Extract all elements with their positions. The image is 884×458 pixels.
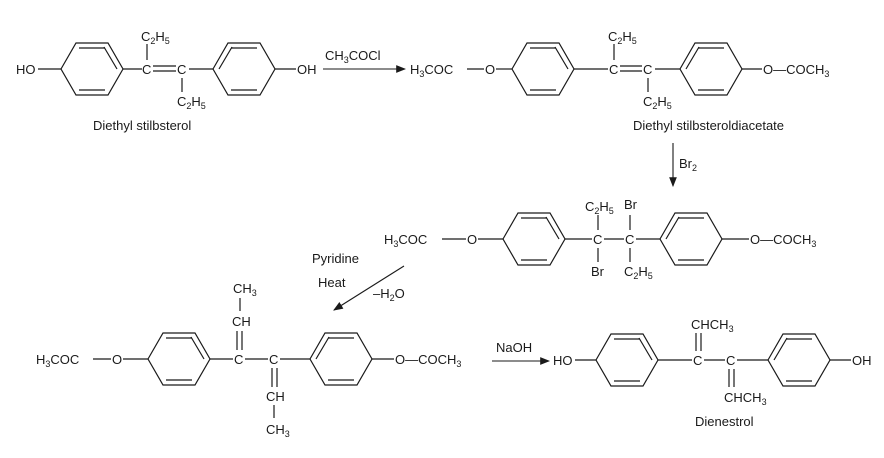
reagent-pyridine: Pyridine [312, 251, 359, 266]
compound-dienestrol-diacetate: H3COC O C C CH3 CH CH CH3 [36, 281, 461, 439]
carbon-atom: C [593, 232, 602, 247]
carbon-atom: C [269, 352, 278, 367]
benzene-ring [679, 42, 743, 96]
methine-top: CH [232, 314, 251, 329]
oxygen-atom: O [485, 62, 495, 77]
carbon-atom: C [726, 353, 735, 368]
ethylidene-top: CHCH3 [691, 317, 734, 334]
reagent-label: NaOH [496, 340, 532, 355]
reagent-water-loss: –H2O [373, 286, 405, 303]
carbon-atom: C [625, 232, 634, 247]
compound-name: Diethyl stilbsterol [93, 118, 191, 133]
benzene-ring [767, 333, 831, 387]
reagent-heat: Heat [318, 275, 346, 290]
acetyl-left: H3COC [384, 232, 427, 249]
benzene-ring [147, 332, 211, 386]
benzene-ring [511, 42, 575, 96]
carbon-atom: C [693, 353, 702, 368]
carbon-atom: C [609, 62, 618, 77]
compound-name: Diethyl stilbsteroldiacetate [633, 118, 784, 133]
ethylidene-bottom: CHCH3 [724, 390, 767, 407]
hydroxyl-left: HO [553, 353, 573, 368]
methyl-bottom: CH3 [266, 422, 290, 439]
acetoxy-right: O—COCH3 [395, 352, 461, 369]
methyl-top: CH3 [233, 281, 257, 298]
carbon-atom: C [234, 352, 243, 367]
reaction-arrow [333, 265, 405, 311]
ethyl-group-top: C2H5 [141, 29, 170, 46]
ethyl-group-top: C2H5 [608, 29, 637, 46]
oxygen-atom: O [467, 232, 477, 247]
compound-name: Dienestrol [695, 414, 754, 429]
bromine-bottom: Br [591, 264, 605, 279]
reaction-hydrolysis: NaOH [492, 340, 551, 365]
acetoxy-right: O—COCH3 [763, 62, 829, 79]
methine-bottom: CH [266, 389, 285, 404]
ethyl-group-bottom: C2H5 [624, 264, 653, 281]
ethyl-group-bottom: C2H5 [643, 94, 672, 111]
benzene-ring [309, 332, 373, 386]
acetoxy-right: O—COCH3 [750, 232, 816, 249]
carbon-atom: C [177, 62, 186, 77]
acetyl-left: H3COC [36, 352, 79, 369]
carbon-atom: C [142, 62, 151, 77]
reaction-bromination: Br2 [669, 143, 697, 188]
benzene-ring [659, 212, 723, 266]
benzene-ring [595, 333, 659, 387]
oxygen-atom: O [112, 352, 122, 367]
benzene-ring [60, 42, 124, 96]
hydroxyl-right: OH [297, 62, 317, 77]
carbon-atom: C [643, 62, 652, 77]
reaction-elimination: Pyridine Heat –H2O [312, 251, 405, 311]
compound-dibromide: H3COC O C C C2H5 Br Br C2H5 O—COCH3 [384, 197, 816, 281]
reaction-acetylation: CH3COCl [323, 48, 407, 73]
bromine-top: Br [624, 197, 638, 212]
hydroxyl-left: HO [16, 62, 36, 77]
compound-dienestrol: HO C C CHCH3 CHCH3 OH Dienestrol [553, 317, 872, 429]
hydroxyl-right: OH [852, 353, 872, 368]
benzene-ring [502, 212, 566, 266]
reagent-label: CH3COCl [325, 48, 381, 65]
benzene-ring [212, 42, 276, 96]
acetyl-left: H3COC [410, 62, 453, 79]
compound-diacetate: H3COC O C C C2H5 C2H5 O—COCH3 Diethyl st… [410, 29, 829, 133]
ethyl-group-bottom: C2H5 [177, 94, 206, 111]
ethyl-group-top: C2H5 [585, 199, 614, 216]
reagent-label: Br2 [679, 156, 697, 173]
compound-diethylstilbestrol: HO C C C2H5 C2H5 OH Diethyl stilbsterol [16, 29, 317, 133]
